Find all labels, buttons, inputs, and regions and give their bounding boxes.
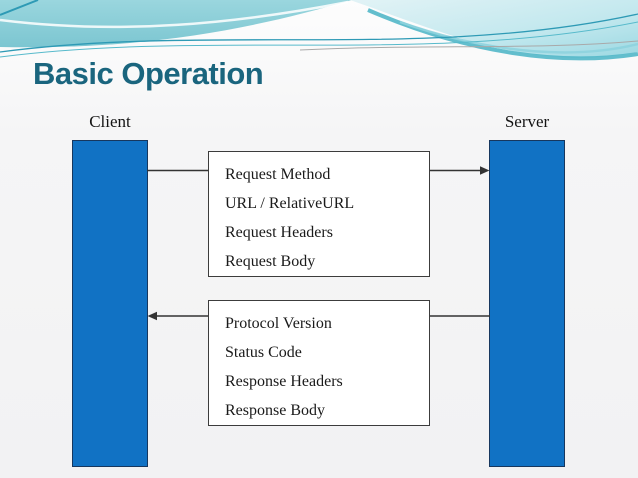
response-line: Protocol Version [225,315,332,332]
wave-line-gray [299,40,638,51]
response-box: Protocol Version Status Code Response He… [208,300,430,426]
client-label: Client [89,112,131,131]
wave-band-right [350,0,638,58]
client-node [72,140,148,467]
wave-corner-accent [0,0,39,16]
response-line: Status Code [225,344,302,361]
request-line: Request Method [225,166,331,183]
request-line: Request Body [225,253,316,270]
server-node [489,140,565,467]
page-title: Basic Operation [33,56,264,91]
request-line: Request Headers [225,224,333,241]
wave-band-left [0,0,352,48]
request-box: Request Method URL / RelativeURL Request… [208,151,430,277]
wave-sweep-light [399,20,638,54]
response-line: Response Body [225,402,325,419]
wave-line-teal-1 [0,13,638,53]
request-line: URL / RelativeURL [225,195,355,212]
response-line: Response Headers [225,373,343,390]
header-wave-art [0,0,638,61]
wave-highlight [0,0,349,29]
server-label: Server [504,112,550,131]
wave-line-teal-2 [0,21,638,58]
